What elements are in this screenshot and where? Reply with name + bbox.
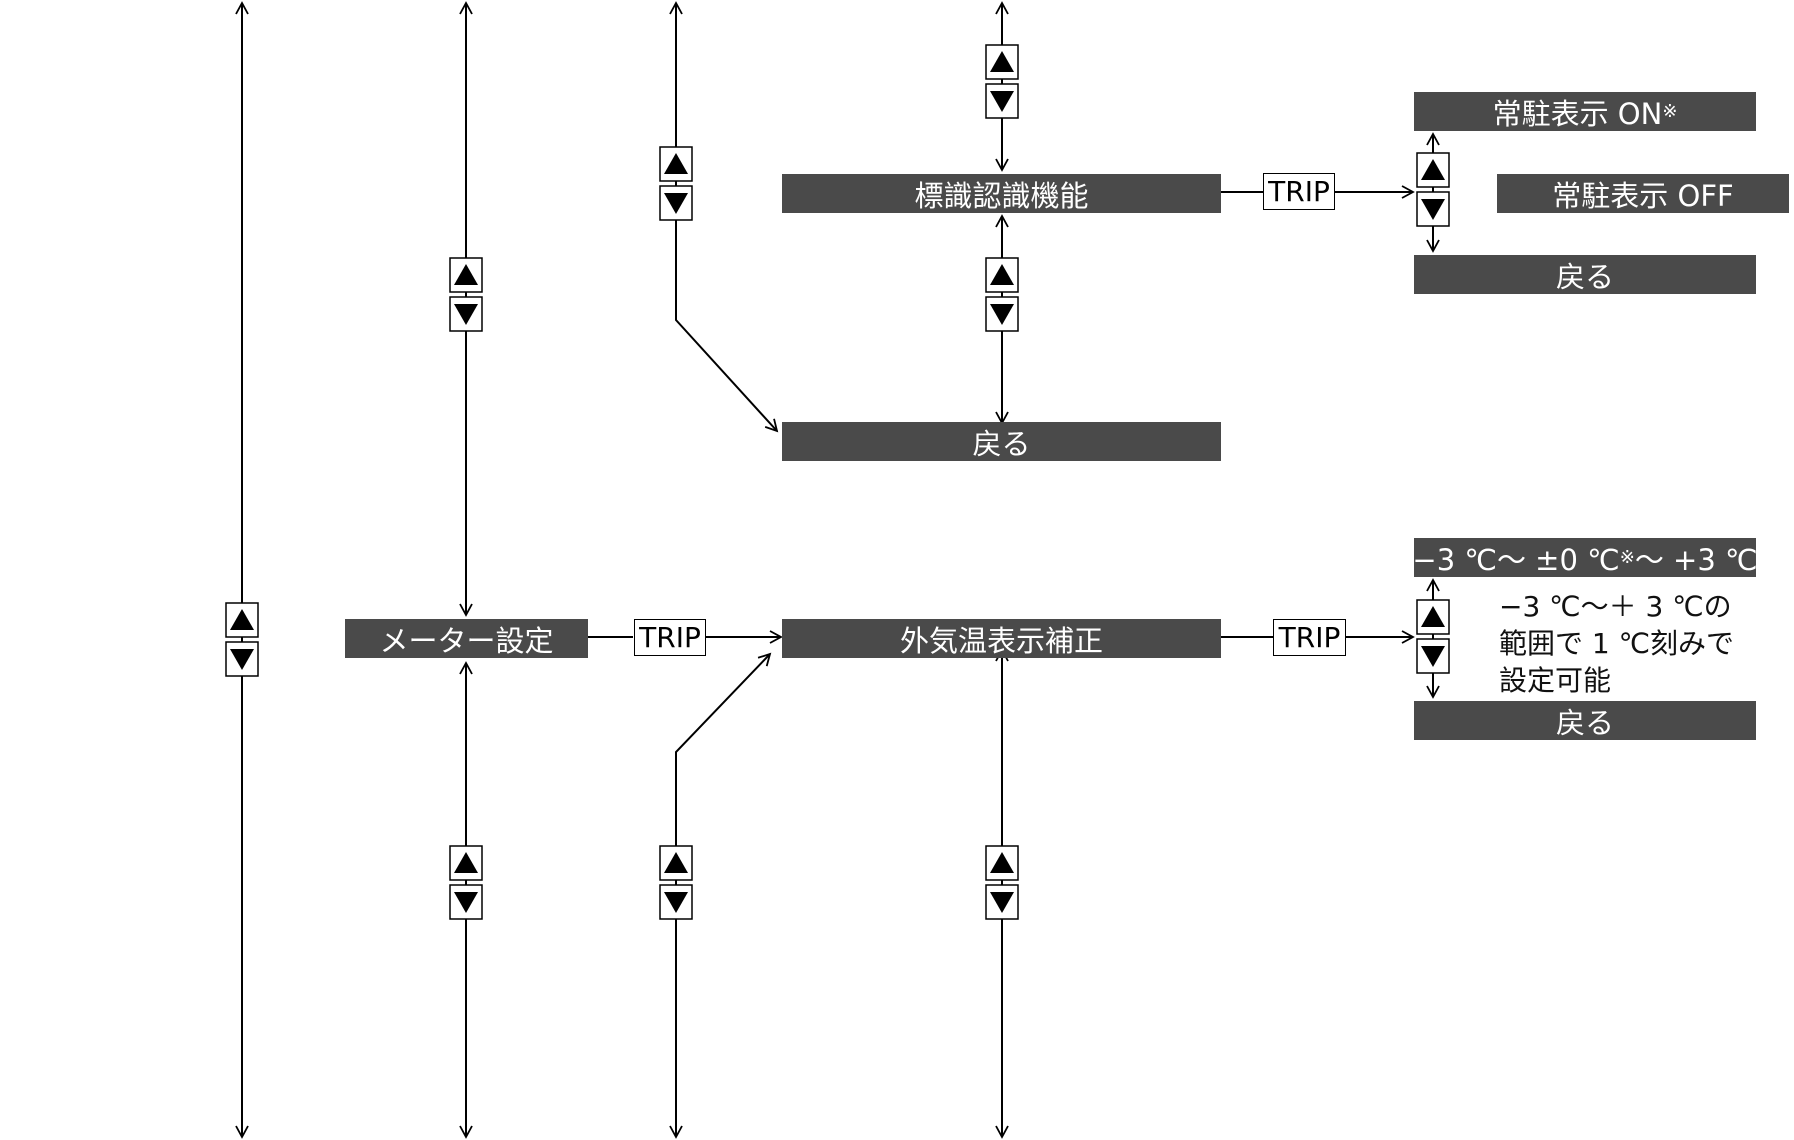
up-triangle-button-icon[interactable] [225, 602, 259, 638]
display-off-option[interactable]: 常駐表示 OFF [1497, 174, 1789, 213]
down-triangle-button-icon[interactable] [449, 296, 483, 332]
up-triangle-button-icon[interactable] [985, 257, 1019, 293]
temperature-note: −3 ℃〜＋ 3 ℃の 範囲で 1 ℃刻みで 設定可能 [1499, 588, 1734, 699]
sign-recognition-menu-item[interactable]: 標識認識機能 [782, 174, 1221, 213]
up-triangle-button-icon[interactable] [1416, 599, 1450, 635]
note-line: 設定可能 [1499, 664, 1612, 697]
down-triangle-button-icon[interactable] [985, 296, 1019, 332]
note-line: 範囲で 1 ℃刻みで [1499, 627, 1735, 660]
back-menu-item[interactable]: 戻る [782, 422, 1221, 461]
trip-button[interactable]: TRIP [634, 619, 706, 656]
down-triangle-button-icon[interactable] [985, 884, 1019, 920]
trip-button[interactable]: TRIP [1263, 173, 1335, 210]
up-triangle-button-icon[interactable] [1416, 152, 1450, 188]
note-line: −3 ℃〜＋ 3 ℃の [1499, 590, 1732, 623]
down-triangle-button-icon[interactable] [449, 884, 483, 920]
footnote-mark: ※ [1662, 100, 1678, 122]
up-triangle-button-icon[interactable] [659, 146, 693, 182]
footnote-mark: ※ [1619, 546, 1635, 568]
display-on-label: 常駐表示 ON [1492, 96, 1663, 131]
outside-temp-correction-menu-item[interactable]: 外気温表示補正 [782, 619, 1221, 658]
up-triangle-button-icon[interactable] [659, 845, 693, 881]
temperature-range-label: −3 ℃〜 ±0 ℃ [1412, 542, 1620, 577]
down-triangle-button-icon[interactable] [1416, 191, 1450, 227]
flow-line [669, 1, 779, 433]
display-on-option[interactable]: 常駐表示 ON※ [1414, 92, 1756, 131]
down-triangle-button-icon[interactable] [1416, 638, 1450, 674]
up-triangle-button-icon[interactable] [449, 845, 483, 881]
up-triangle-button-icon[interactable] [985, 845, 1019, 881]
temperature-range-label-end: 〜 +3 ℃ [1634, 542, 1758, 577]
flow-line [669, 652, 772, 1139]
sign-options-back[interactable]: 戻る [1414, 255, 1756, 294]
trip-button[interactable]: TRIP [1273, 619, 1346, 656]
down-triangle-button-icon[interactable] [659, 185, 693, 221]
down-triangle-button-icon[interactable] [225, 641, 259, 677]
down-triangle-button-icon[interactable] [659, 884, 693, 920]
temp-options-back[interactable]: 戻る [1414, 701, 1756, 740]
down-triangle-button-icon[interactable] [985, 83, 1019, 119]
meter-settings-menu-item[interactable]: メーター設定 [345, 619, 588, 658]
temperature-range-option[interactable]: −3 ℃〜 ±0 ℃※〜 +3 ℃ [1412, 538, 1758, 577]
up-triangle-button-icon[interactable] [985, 44, 1019, 80]
up-triangle-button-icon[interactable] [449, 257, 483, 293]
